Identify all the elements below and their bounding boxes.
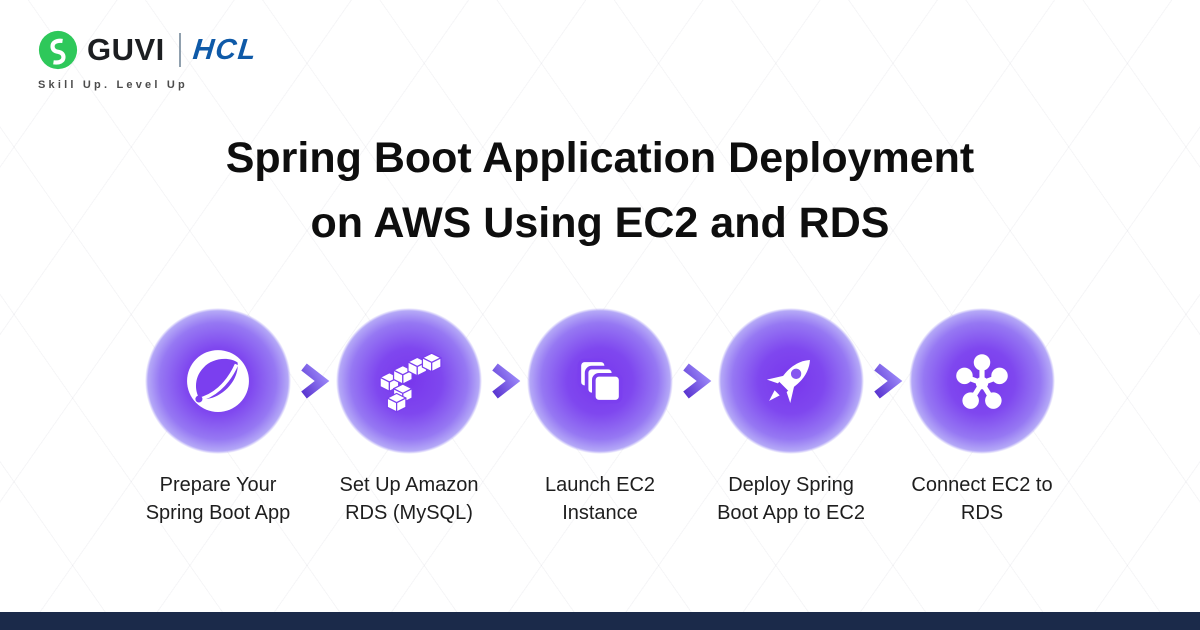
spring-leaf-icon bbox=[187, 350, 249, 412]
flow-arrow-2 bbox=[482, 308, 527, 454]
flow-arrow-1 bbox=[291, 308, 336, 454]
chevron-right-icon bbox=[682, 363, 711, 399]
step-circle-3 bbox=[527, 308, 673, 454]
chevron-right-icon bbox=[873, 363, 902, 399]
step-label-2: Set Up Amazon RDS (MySQL) bbox=[339, 474, 479, 524]
brand-divider bbox=[178, 33, 181, 67]
deployment-steps-flow: Prepare Your Spring Boot App bbox=[0, 308, 1200, 527]
network-hub-icon bbox=[956, 354, 1008, 409]
step-circle-4 bbox=[718, 308, 864, 454]
guvi-g-icon bbox=[38, 30, 78, 70]
brand-tagline: Skill Up. Level Up bbox=[38, 79, 188, 91]
step-circle-2 bbox=[336, 308, 482, 454]
chevron-right-icon bbox=[491, 363, 520, 399]
step-label-1: Prepare Your Spring Boot App bbox=[145, 474, 291, 524]
flow-arrow-4 bbox=[864, 308, 909, 454]
page-title-line1: Spring Boot Application Deployment bbox=[225, 134, 975, 182]
step-circle-5 bbox=[909, 308, 1055, 454]
step-label-5: Connect EC2 to RDS bbox=[911, 474, 1053, 524]
flow-arrow-3 bbox=[673, 308, 718, 454]
page-title-line2: on AWS Using EC2 and RDS bbox=[310, 198, 890, 247]
step-prepare-spring-boot-app: Prepare Your Spring Boot App bbox=[145, 308, 291, 527]
aws-cubes-icon bbox=[379, 352, 442, 413]
chevron-right-icon bbox=[300, 363, 329, 399]
hcl-wordmark: HCL bbox=[191, 33, 259, 66]
step-deploy-spring-boot-to-ec2: Deploy Spring Boot App to EC2 bbox=[717, 308, 865, 527]
step-label-3: Launch EC2 Instance bbox=[544, 474, 656, 524]
step-label-4: Deploy Spring Boot App to EC2 bbox=[717, 474, 865, 524]
step-connect-ec2-to-rds: Connect EC2 to RDS bbox=[909, 308, 1055, 527]
brand-header: GUVI HCL Skill Up. Level Up bbox=[38, 30, 259, 91]
ec2-instances-icon bbox=[577, 358, 623, 404]
footer-bar bbox=[0, 612, 1200, 630]
guvi-wordmark: GUVI bbox=[87, 32, 165, 67]
rocket-icon bbox=[766, 359, 810, 404]
step-launch-ec2-instance: Launch EC2 Instance bbox=[527, 308, 673, 527]
page-title: Spring Boot Application Deployment on AW… bbox=[0, 126, 1200, 255]
step-circle-1 bbox=[145, 308, 291, 454]
step-setup-amazon-rds: Set Up Amazon RDS (MySQL) bbox=[336, 308, 482, 527]
